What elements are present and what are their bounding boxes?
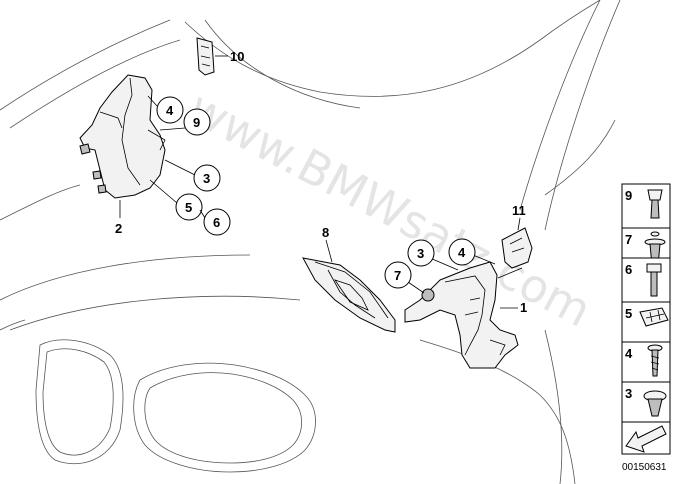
part-11-clip	[501, 217, 533, 269]
part-number-8: 8	[322, 225, 329, 240]
part-number-11: 11	[512, 203, 526, 218]
watermark: www.BMWsatz.com	[180, 80, 600, 338]
svg-text:6: 6	[625, 262, 632, 277]
callout-5-left	[175, 193, 203, 221]
arrow-icon	[625, 425, 667, 453]
svg-text:7: 7	[625, 232, 632, 247]
callout-3-right	[407, 239, 435, 267]
bolt-icon	[646, 263, 662, 297]
svg-text:3: 3	[203, 171, 210, 186]
part-1-bracket	[404, 261, 523, 369]
svg-text:3: 3	[417, 246, 424, 261]
expanding-clip-icon	[643, 390, 667, 417]
svg-text:7: 7	[394, 268, 401, 283]
callout-9-left	[183, 108, 211, 136]
clip-icon	[647, 189, 663, 219]
svg-text:5: 5	[625, 306, 632, 321]
part-number-2: 2	[115, 221, 122, 236]
callout-3-left	[193, 164, 221, 192]
part-8-cover	[302, 239, 396, 333]
svg-text:4: 4	[166, 103, 174, 118]
callout-4-left	[156, 96, 184, 124]
svg-text:4: 4	[625, 346, 633, 361]
callout-6-left	[203, 208, 231, 236]
callout-7-right	[384, 261, 412, 289]
callout-4-right	[448, 238, 476, 266]
svg-text:4: 4	[458, 245, 466, 260]
svg-text:9: 9	[193, 115, 200, 130]
svg-text:5: 5	[185, 200, 192, 215]
callouts-left: 4 9 3 5 6	[147, 95, 231, 236]
car-outline	[0, 0, 621, 484]
svg-text:6: 6	[213, 215, 220, 230]
diagram-id: 00150631	[622, 462, 667, 473]
part-number-1: 1	[520, 300, 527, 315]
part-10-bracket	[196, 37, 228, 76]
svg-text:3: 3	[625, 386, 632, 401]
screw-icon	[647, 344, 663, 377]
spring-nut-icon	[639, 307, 669, 327]
fastener-legend: 9 7 6 5 4	[621, 183, 671, 455]
part-number-10: 10	[230, 49, 244, 64]
callouts-right: 3 4 7	[384, 238, 496, 294]
svg-text:9: 9	[625, 188, 632, 203]
part-2-side-panel	[79, 74, 166, 218]
